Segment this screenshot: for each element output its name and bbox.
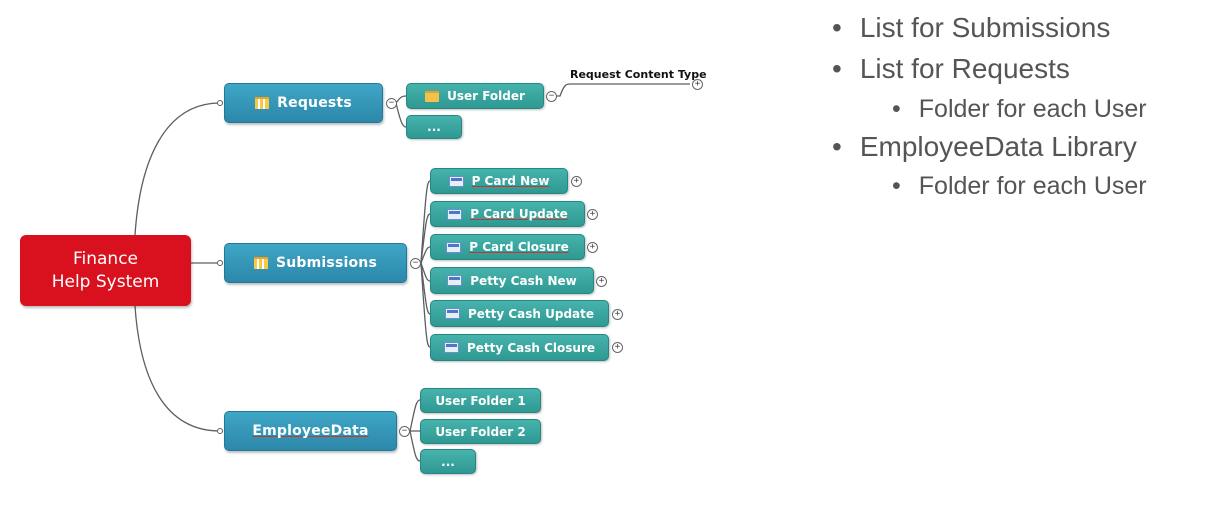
leaf-label: User Folder: [447, 89, 525, 103]
leaf-p-card-new[interactable]: P Card New: [430, 168, 568, 194]
bullet-text: List for Requests: [859, 53, 1070, 84]
leaf-user-folder[interactable]: User Folder: [406, 83, 544, 109]
leaf-more-requests[interactable]: ...: [406, 115, 462, 139]
bullet-marker: •: [832, 131, 842, 162]
sub-bullet-item: • Folder for each User: [892, 95, 1147, 124]
list-icon: [444, 308, 460, 319]
branch-employeedata[interactable]: EmployeeData: [224, 411, 397, 451]
list-icon: [446, 241, 462, 253]
collapse-employeedata-toggle[interactable]: −: [399, 426, 410, 437]
library-icon: [253, 257, 268, 269]
bullet-item: • EmployeeData Library: [832, 131, 1137, 163]
bullet-marker: •: [832, 53, 842, 84]
collapse-submissions-toggle[interactable]: −: [410, 258, 421, 269]
list-icon: [447, 208, 463, 220]
leaf-label: P Card Closure: [469, 240, 569, 254]
leaf-label: P Card New: [471, 174, 550, 188]
collapse-requests-toggle[interactable]: −: [386, 98, 397, 109]
leaf-petty-cash-new[interactable]: Petty Cash New: [430, 267, 594, 294]
leaf-label: User Folder 1: [435, 393, 526, 408]
list-icon: [447, 275, 463, 286]
expand-content-type-toggle[interactable]: +: [692, 79, 703, 90]
branch-requests-label: Requests: [277, 95, 352, 111]
branch-submissions[interactable]: Submissions: [224, 243, 407, 283]
expand-petty-cash-new-toggle[interactable]: +: [596, 276, 607, 287]
bullet-marker: •: [832, 12, 842, 43]
bullet-text: EmployeeData Library: [859, 131, 1137, 162]
leaf-label: Petty Cash New: [470, 273, 577, 288]
expand-p-card-new-toggle[interactable]: +: [571, 176, 582, 187]
bullet-text: List for Submissions: [859, 12, 1111, 43]
leaf-label: ...: [427, 120, 441, 134]
library-icon: [255, 97, 270, 109]
leaf-p-card-closure[interactable]: P Card Closure: [430, 234, 585, 260]
leaf-petty-cash-closure[interactable]: Petty Cash Closure: [430, 334, 609, 361]
root-line-1: Finance: [72, 248, 139, 269]
expand-petty-cash-update-toggle[interactable]: +: [612, 309, 623, 320]
leaf-petty-cash-update[interactable]: Petty Cash Update: [430, 300, 609, 327]
leaf-label: Petty Cash Closure: [466, 340, 596, 355]
bullet-item: • List for Submissions: [832, 12, 1110, 44]
leaf-label: ...: [441, 454, 455, 469]
bullet-item: • List for Requests: [832, 53, 1070, 85]
bullet-marker: •: [892, 172, 901, 200]
sub-bullet-item: • Folder for each User: [892, 172, 1147, 201]
expand-p-card-update-toggle[interactable]: +: [587, 209, 598, 220]
expand-p-card-closure-toggle[interactable]: +: [587, 242, 598, 253]
collapse-user-folder-toggle[interactable]: −: [546, 91, 557, 102]
annotation-request-content-type: Request Content Type: [570, 68, 707, 81]
branch-requests[interactable]: Requests: [224, 83, 383, 123]
leaf-user-folder-1[interactable]: User Folder 1: [420, 388, 541, 413]
leaf-user-folder-2[interactable]: User Folder 2: [420, 419, 541, 444]
list-icon: [448, 175, 464, 187]
branch-submissions-label: Submissions: [275, 255, 378, 271]
leaf-more-employee[interactable]: ...: [420, 449, 476, 474]
folder-icon: [425, 90, 440, 102]
root-line-2: Help System: [51, 271, 160, 292]
leaf-label: Petty Cash Update: [467, 306, 595, 321]
leaf-p-card-update[interactable]: P Card Update: [430, 201, 585, 227]
sub-bullet-text: Folder for each User: [918, 172, 1147, 200]
root-node[interactable]: Finance Help System: [20, 235, 191, 306]
branch-employeedata-label: EmployeeData: [252, 423, 369, 439]
list-icon: [443, 342, 459, 353]
sub-bullet-text: Folder for each User: [918, 95, 1147, 123]
leaf-label: User Folder 2: [435, 424, 526, 439]
expand-petty-cash-closure-toggle[interactable]: +: [612, 342, 623, 353]
leaf-label: P Card Update: [470, 207, 568, 221]
bullet-marker: •: [892, 95, 901, 123]
